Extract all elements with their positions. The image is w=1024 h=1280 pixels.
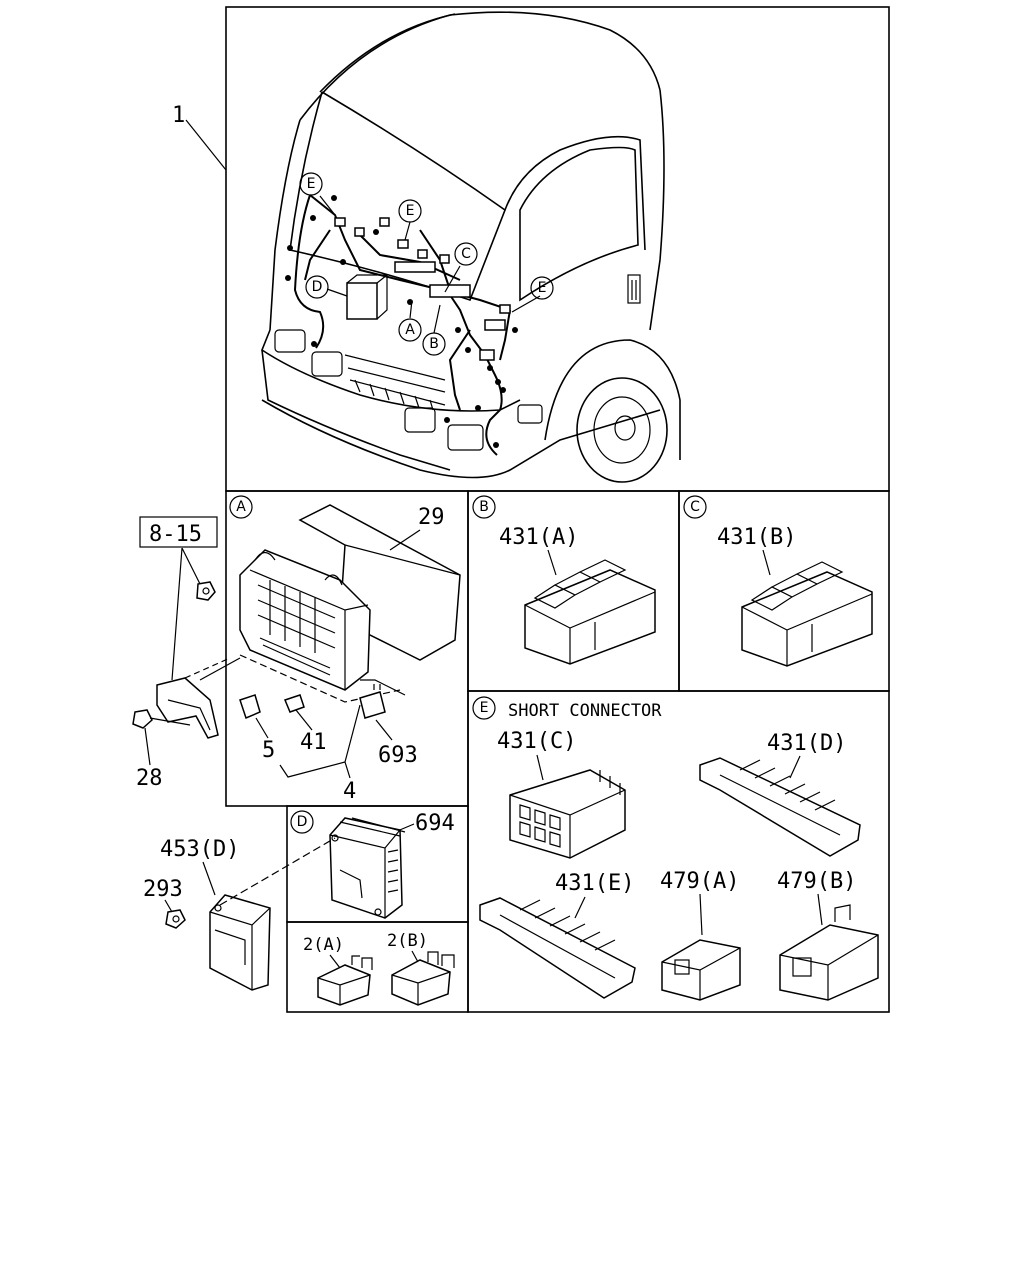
truck-markers: E E C E D A B <box>299 172 554 356</box>
marker-e-right: E <box>530 276 554 300</box>
panel-a-marker: A <box>229 495 253 519</box>
marker-c-truck: C <box>454 242 478 266</box>
svg-text:SHORT CONNECTOR: SHORT CONNECTOR <box>508 701 662 721</box>
connector-431b: 431(B) <box>717 525 873 667</box>
svg-text:29: 29 <box>418 505 445 530</box>
fuse-5-part: 5 <box>239 694 275 763</box>
svg-text:431(C): 431(C) <box>497 729 576 754</box>
panel-d-marker: D <box>290 810 314 834</box>
module-694: 694 <box>329 811 455 919</box>
svg-text:8-15: 8-15 <box>149 522 202 547</box>
svg-text:4: 4 <box>343 779 356 804</box>
bolt-part: 28 <box>132 709 191 791</box>
harness-connectors <box>334 217 511 361</box>
svg-text:431(B): 431(B) <box>717 525 796 550</box>
svg-text:479(B): 479(B) <box>777 869 856 894</box>
callout-main-assembly: 1 <box>172 103 227 171</box>
svg-text:431(A): 431(A) <box>499 525 578 550</box>
svg-text:E: E <box>307 176 316 192</box>
svg-text:5: 5 <box>262 738 275 763</box>
svg-text:E: E <box>538 280 547 296</box>
relay-2a: 2(A) <box>303 935 373 1006</box>
panel-b-marker: B <box>472 495 496 519</box>
marker-b-truck: B <box>422 332 446 356</box>
group-4-bracket: 4 <box>279 704 361 804</box>
svg-text:D: D <box>297 814 308 830</box>
connector-479a: 479(A) <box>660 869 741 1001</box>
svg-text:293: 293 <box>143 877 183 902</box>
svg-text:E: E <box>406 203 415 219</box>
svg-text:694: 694 <box>415 811 455 836</box>
panel-frames <box>225 6 890 1013</box>
marker-a-truck: A <box>398 318 422 342</box>
relay-693-part: 693 <box>359 684 418 768</box>
marker-d-truck: D <box>305 275 329 299</box>
svg-text:E: E <box>480 700 489 716</box>
svg-text:D: D <box>312 279 323 295</box>
fuse-41-part: 41 <box>283 694 327 755</box>
connector-479b: 479(B) <box>777 869 879 1001</box>
relay-box <box>239 549 406 703</box>
connector-431d: 431(D) <box>699 731 861 857</box>
svg-text:41: 41 <box>300 730 327 755</box>
marker-e-left: E <box>299 172 323 196</box>
nut-293: 293 <box>143 877 186 929</box>
relay-box-cover: 29 <box>298 504 461 661</box>
harness-dots <box>285 195 518 448</box>
svg-text:B: B <box>479 499 489 515</box>
svg-text:B: B <box>429 336 439 352</box>
svg-text:A: A <box>236 499 246 515</box>
ecu-453d: 453(D) <box>160 837 336 991</box>
svg-text:C: C <box>461 246 471 262</box>
marker-e-center: E <box>398 199 422 223</box>
svg-text:453(D): 453(D) <box>160 837 239 862</box>
connector-431c: 431(C) <box>497 729 626 859</box>
panel-c-marker: C <box>683 495 707 519</box>
connector-431e: 431(E) <box>479 871 636 999</box>
svg-text:28: 28 <box>136 766 163 791</box>
svg-text:C: C <box>690 499 700 515</box>
connector-431a: 431(A) <box>499 525 656 665</box>
truck-cab-illustration <box>261 11 681 483</box>
nut-part <box>196 581 216 601</box>
svg-text:A: A <box>405 322 415 338</box>
svg-text:693: 693 <box>378 743 418 768</box>
svg-text:2(B): 2(B) <box>387 931 428 951</box>
svg-text:431(D): 431(D) <box>767 731 846 756</box>
panel-e-header: E SHORT CONNECTOR <box>472 696 662 721</box>
svg-text:431(E): 431(E) <box>555 871 634 896</box>
ref-box-8-15: 8-15 <box>139 516 218 681</box>
mounting-bracket <box>156 657 241 739</box>
svg-text:1: 1 <box>172 103 185 128</box>
relay-2b: 2(B) <box>387 931 455 1006</box>
svg-text:2(A): 2(A) <box>303 935 344 955</box>
svg-text:479(A): 479(A) <box>660 869 739 894</box>
